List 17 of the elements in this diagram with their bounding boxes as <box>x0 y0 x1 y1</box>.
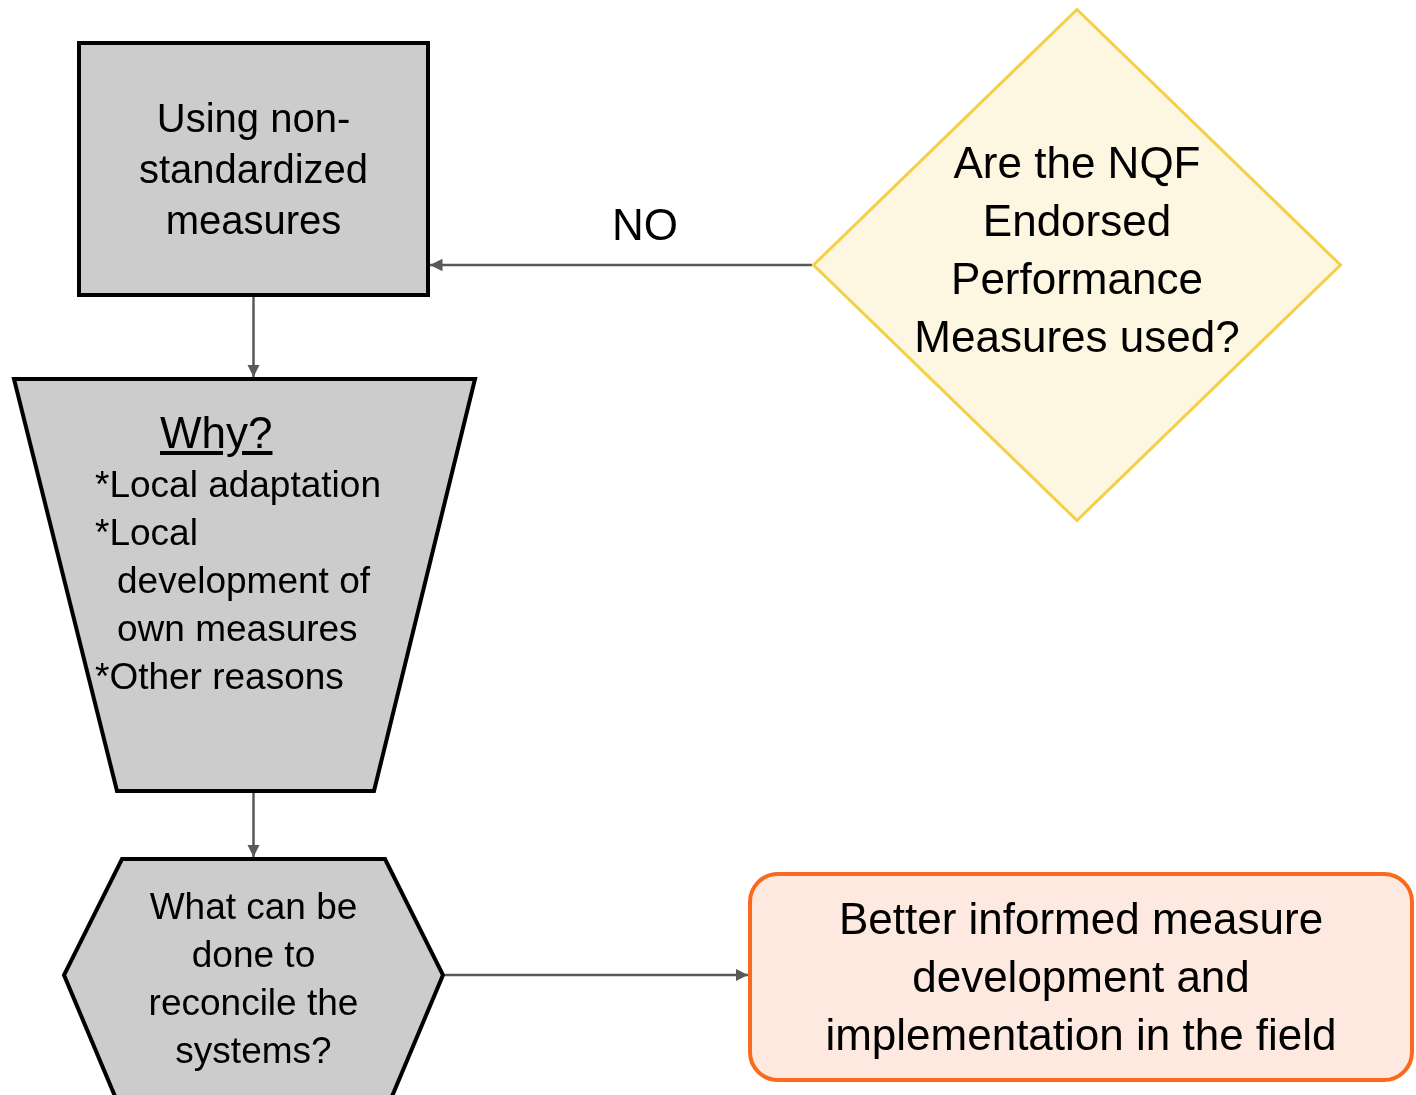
hexagon-box <box>62 857 445 1093</box>
box-text: Using non-standardized measures <box>137 94 369 244</box>
arrow <box>247 297 260 377</box>
decision-diamond <box>812 8 1342 522</box>
bullet-text: *Local adaptation <box>95 463 382 507</box>
result-box <box>748 872 1414 1082</box>
arrow <box>247 793 260 857</box>
bullet-text: *Other reasons <box>95 655 345 699</box>
bullet-text: *Local development of own measures <box>95 511 371 651</box>
question-text: What can be done to reconcile the systems? <box>147 885 360 1073</box>
trapezoid-box <box>12 377 477 793</box>
process-box <box>77 41 430 297</box>
outcome-text: Better informed measure development and implementation in the field <box>824 893 1338 1061</box>
question-text: Are the NQF Endorsed Performance Measures used? <box>913 137 1241 363</box>
heading-text: Why? <box>160 407 273 459</box>
arrow <box>430 258 812 272</box>
arrow <box>445 968 748 982</box>
